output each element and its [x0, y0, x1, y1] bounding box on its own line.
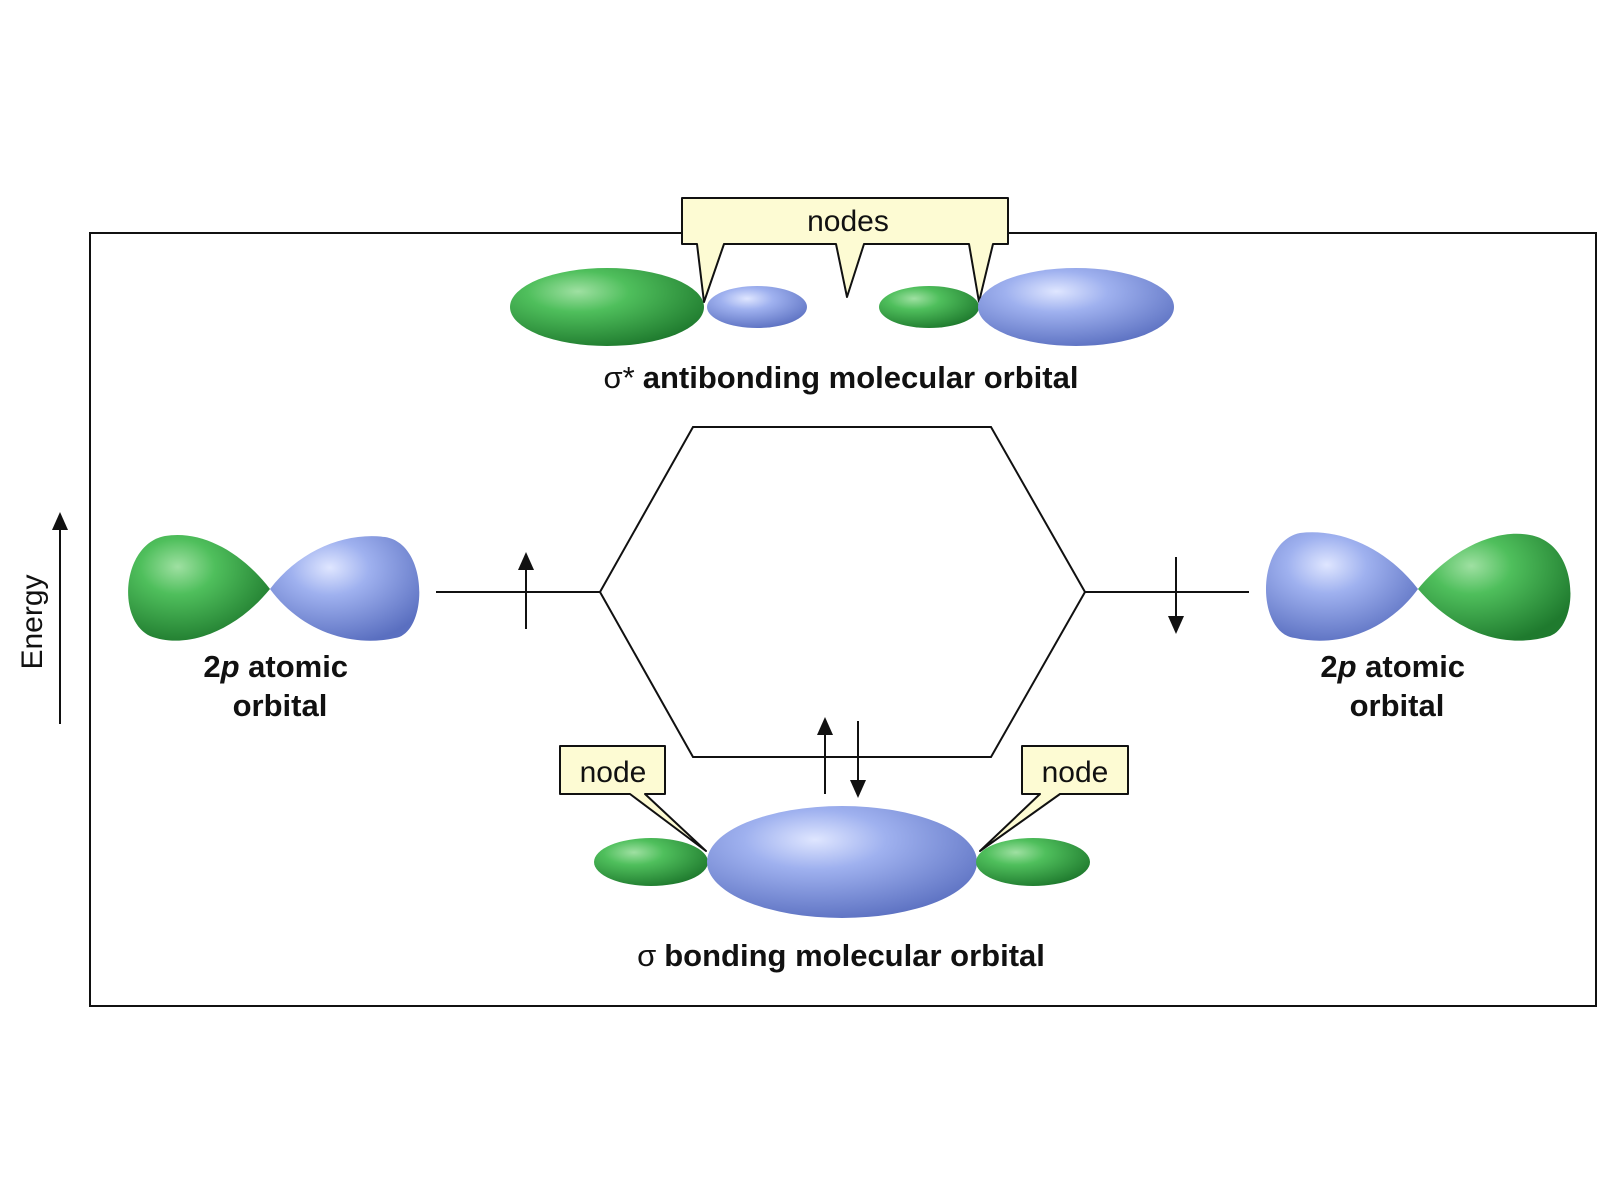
- bonding-orbital: [594, 806, 1090, 918]
- left-atomic-label: 2p atomic orbital: [203, 649, 356, 723]
- correlation-line-upper: [599, 426, 1086, 593]
- electron-arrows: [518, 552, 1184, 798]
- bonding-node-callout-left: node: [559, 745, 707, 852]
- antibonding-green-lobe-small: [879, 286, 979, 328]
- right-2p-atomic-orbital: [1265, 532, 1571, 641]
- antibonding-orbital: [510, 268, 1174, 346]
- antibonding-green-lobe-left: [510, 268, 704, 346]
- bonding-green-lobe-left: [594, 838, 708, 886]
- right-p-green-lobe: [1418, 533, 1571, 641]
- energy-axis-label: Energy: [16, 574, 49, 669]
- sigma-symbol: σ: [637, 938, 656, 973]
- nodes-callout-text: nodes: [807, 205, 889, 238]
- energy-axis: Energy: [16, 512, 68, 724]
- left-p-blue-lobe: [270, 536, 420, 641]
- node-callout-right-text: node: [1042, 756, 1109, 789]
- left-2p-atomic-orbital: [128, 534, 420, 641]
- right-atomic-label: 2p atomic orbital: [1320, 649, 1473, 723]
- correlation-line-lower: [599, 591, 1086, 758]
- node-callout-left-box: [559, 745, 707, 852]
- antibonding-blue-lobe-right: [978, 268, 1174, 346]
- energy-levels: [436, 426, 1249, 758]
- node-callout-right-box: [979, 745, 1129, 852]
- bonding-label-text: bonding molecular orbital: [664, 938, 1045, 973]
- antibonding-blue-lobe-small: [707, 286, 807, 328]
- left-p-green-lobe: [128, 534, 270, 641]
- antibonding-label-text: antibonding molecular orbital: [643, 360, 1079, 395]
- antibonding-nodes-callout: nodes: [681, 197, 1009, 303]
- sigma-star-symbol: σ*: [604, 360, 635, 395]
- bonding-blue-lobe-center: [707, 806, 977, 918]
- antibonding-label: σ*antibonding molecular orbital: [604, 360, 1079, 395]
- bonding-node-callout-right: node: [979, 745, 1129, 852]
- nodes-callout-box: [681, 197, 1009, 303]
- node-callout-left-text: node: [580, 756, 647, 789]
- bonding-green-lobe-right: [976, 838, 1090, 886]
- right-p-blue-lobe: [1265, 532, 1418, 641]
